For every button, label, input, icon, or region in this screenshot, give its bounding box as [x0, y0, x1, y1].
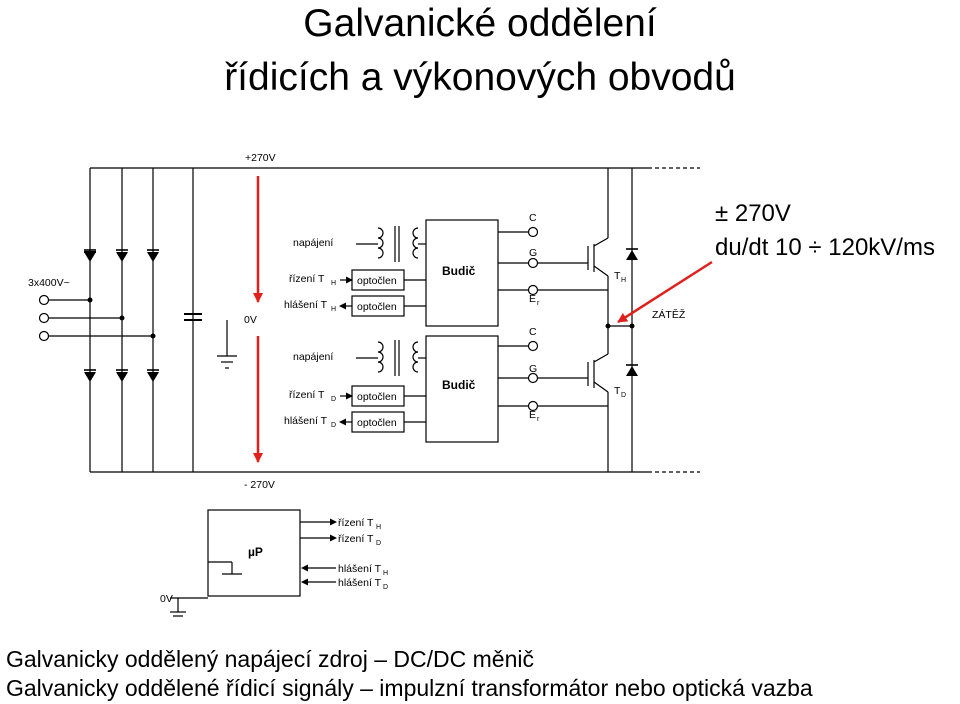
upper-pin-c: C [529, 212, 537, 224]
micro-label: µP [248, 545, 263, 559]
upper-isolation-transformer [356, 226, 426, 262]
upper-opto-1-label: optočlen [357, 275, 397, 287]
load-label: ZÁTĚŽ [652, 308, 686, 321]
micro-zero-label: 0V [160, 593, 173, 605]
upper-pin-e-sub: r [537, 300, 540, 307]
upper-driver-label: Budič [442, 264, 476, 278]
igbt-upper [587, 168, 609, 326]
mid-node-label: 0V [244, 314, 257, 326]
lower-pin-e: E [529, 409, 536, 421]
upper-supply-label: napájení [293, 237, 333, 249]
upper-pin-g: G [529, 247, 537, 259]
lower-driver-box [425, 335, 499, 443]
ac-terminal [38, 294, 50, 306]
micro-in-1-sub: H [383, 570, 388, 577]
lower-pin-e-sub: r [537, 416, 540, 423]
lower-opto-2-label: optočlen [357, 417, 397, 429]
rectifier-diodes [84, 250, 638, 382]
upper-pin-e: E [529, 293, 536, 305]
upper-report-label: hlášení T [284, 299, 328, 311]
micro-out-1-sub: H [376, 524, 381, 531]
ac-input-label: 3x400V~ [28, 277, 70, 289]
lower-control-label: řízení T [289, 389, 325, 401]
lower-report-sub: D [331, 422, 336, 429]
micro-out-2-sub: D [376, 540, 381, 547]
upper-transistor-label: T [614, 270, 621, 282]
upper-transistor-sub: H [621, 277, 626, 284]
microprocessor-block [170, 509, 337, 617]
micro-out-2: řízení T [338, 533, 374, 545]
upper-control-sub: H [331, 280, 336, 287]
lower-pin-c: C [529, 326, 537, 338]
ground-symbol [217, 320, 237, 369]
upper-driver-box [425, 219, 499, 327]
ac-terminal [38, 312, 50, 324]
footer-line-1: Galvanicky oddělený napájecí zdroj – DC/… [6, 646, 534, 672]
micro-in-2-sub: D [383, 584, 388, 591]
lower-opto-1-label: optočlen [357, 391, 397, 403]
upper-opto-2-label: optočlen [357, 301, 397, 313]
upper-control-label: řízení T [289, 273, 325, 285]
micro-in-1: hlášení T [338, 563, 382, 575]
lower-isolation-transformer [356, 340, 426, 376]
micro-in-2: hlášení T [338, 577, 382, 589]
micro-out-1: řízení T [338, 517, 374, 529]
filter-capacitor [184, 313, 202, 321]
arrow-dudt-pointer [617, 260, 713, 324]
title-line-2: řídicích a výkonových obvodů [224, 56, 736, 99]
minus-rail-label: - 270V [244, 479, 275, 491]
plus-rail-label: +270V [245, 152, 276, 164]
footer-line-2: Galvanicky oddělené řídicí signály – imp… [6, 675, 813, 701]
ac-terminal [38, 330, 50, 342]
spec-dudt: du/dt 10 ÷ 120kV/ms [715, 234, 935, 261]
spec-voltage: ± 270V [715, 200, 791, 227]
igbt-lower [587, 326, 609, 472]
lower-transistor-sub: D [621, 392, 626, 399]
diode-bars [84, 248, 638, 371]
title-line-1: Galvanické oddělení [303, 2, 657, 45]
lower-report-label: hlášení T [284, 415, 328, 427]
lower-driver-label: Budič [442, 378, 476, 392]
lower-transistor-label: T [614, 385, 621, 397]
lower-pin-g: G [529, 363, 537, 375]
lower-supply-label: napájení [293, 351, 333, 363]
upper-report-sub: H [331, 306, 336, 313]
lower-control-sub: D [331, 396, 336, 403]
